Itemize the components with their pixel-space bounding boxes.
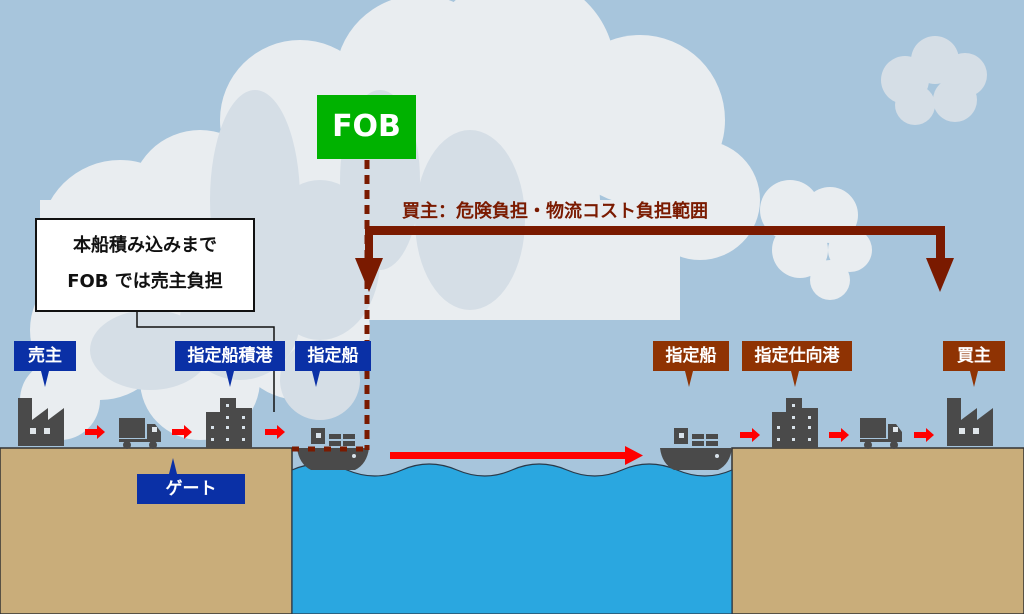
arrow-right-icon (265, 425, 285, 439)
truck-icon (860, 418, 902, 449)
note-line-1: 本船積み込みまで (73, 235, 217, 256)
seller-vessel-label-text: 指定船 (307, 346, 359, 366)
buyer-vessel-label-text: 指定船 (665, 346, 717, 366)
truck-icon (119, 418, 161, 449)
label-pointer (226, 371, 234, 387)
port-of-shipment-label: 指定船積港 (175, 341, 285, 387)
port-of-destination-label: 指定仕向港 (742, 341, 852, 387)
seller-vessel-label: 指定船 (295, 341, 371, 387)
fob-badge: FOB (317, 95, 416, 159)
port-of-destination-building-icon (772, 398, 818, 448)
buyer-vessel-label: 指定船 (653, 341, 729, 387)
buyer-vessel-ship-icon (660, 428, 732, 470)
buyer-label: 買主 (943, 341, 1005, 387)
buyer-label-text: 買主 (957, 346, 991, 366)
gate-label-text: ゲート (165, 479, 217, 499)
port-of-shipment-label-text: 指定船積港 (187, 346, 273, 366)
arrow-right-icon (85, 425, 105, 439)
seller-label-text: 売主 (28, 346, 62, 366)
label-pointer (685, 371, 694, 387)
buyer-risk-range-bracket (355, 226, 954, 292)
label-pointer (41, 371, 49, 387)
gate-label: ゲート (137, 458, 245, 504)
arrow-right-icon (740, 428, 760, 442)
seller-label: 売主 (14, 341, 76, 387)
sea-transport-arrow (390, 446, 643, 465)
port-of-shipment-building-icon (206, 398, 252, 448)
buyer-factory-icon (947, 398, 993, 446)
arrow-right-icon (829, 428, 849, 442)
ground-right (731, 447, 1024, 614)
cloud-small-right (881, 36, 987, 125)
seller-factory-icon (18, 398, 64, 446)
label-pointer (168, 458, 177, 474)
arrow-right-icon (914, 428, 934, 442)
seller-burden-note: 本船積み込みまで FOB では売主負担 (35, 218, 255, 312)
port-of-destination-label-text: 指定仕向港 (754, 346, 840, 366)
arrow-right-icon (172, 425, 192, 439)
label-pointer (970, 371, 978, 387)
label-pointer (312, 371, 321, 387)
label-pointer (790, 371, 799, 387)
buyer-risk-range-label: 買主：危険負担・物流コスト負担範囲 (402, 201, 708, 222)
note-line-2: FOB では売主負担 (67, 271, 223, 292)
